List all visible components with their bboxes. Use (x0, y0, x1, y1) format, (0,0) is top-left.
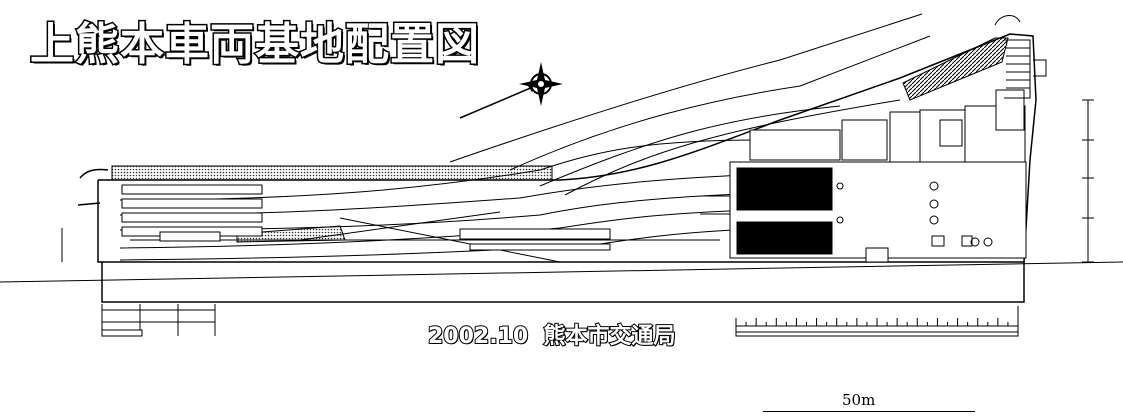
entrance-stairs (994, 15, 1047, 99)
dimension-lines-right (1082, 99, 1094, 263)
dimension-lines-left (61, 228, 216, 337)
drawing-caption: 2002.10 熊本市交通局 (427, 318, 677, 350)
site-boundary (0, 33, 1123, 303)
compass-rose-icon (459, 62, 563, 119)
scale-bar (763, 411, 975, 412)
scale-bar-label: 50m (842, 391, 876, 409)
workshop-buildings (729, 89, 1027, 263)
stabling-sidings (121, 184, 611, 251)
caption-organization: 熊本市交通局 (543, 323, 677, 350)
caption-date: 2002.10 (427, 323, 529, 350)
page-title: 上熊本車両基地配置図 (29, 18, 481, 72)
graduated-ruler (735, 306, 1019, 337)
